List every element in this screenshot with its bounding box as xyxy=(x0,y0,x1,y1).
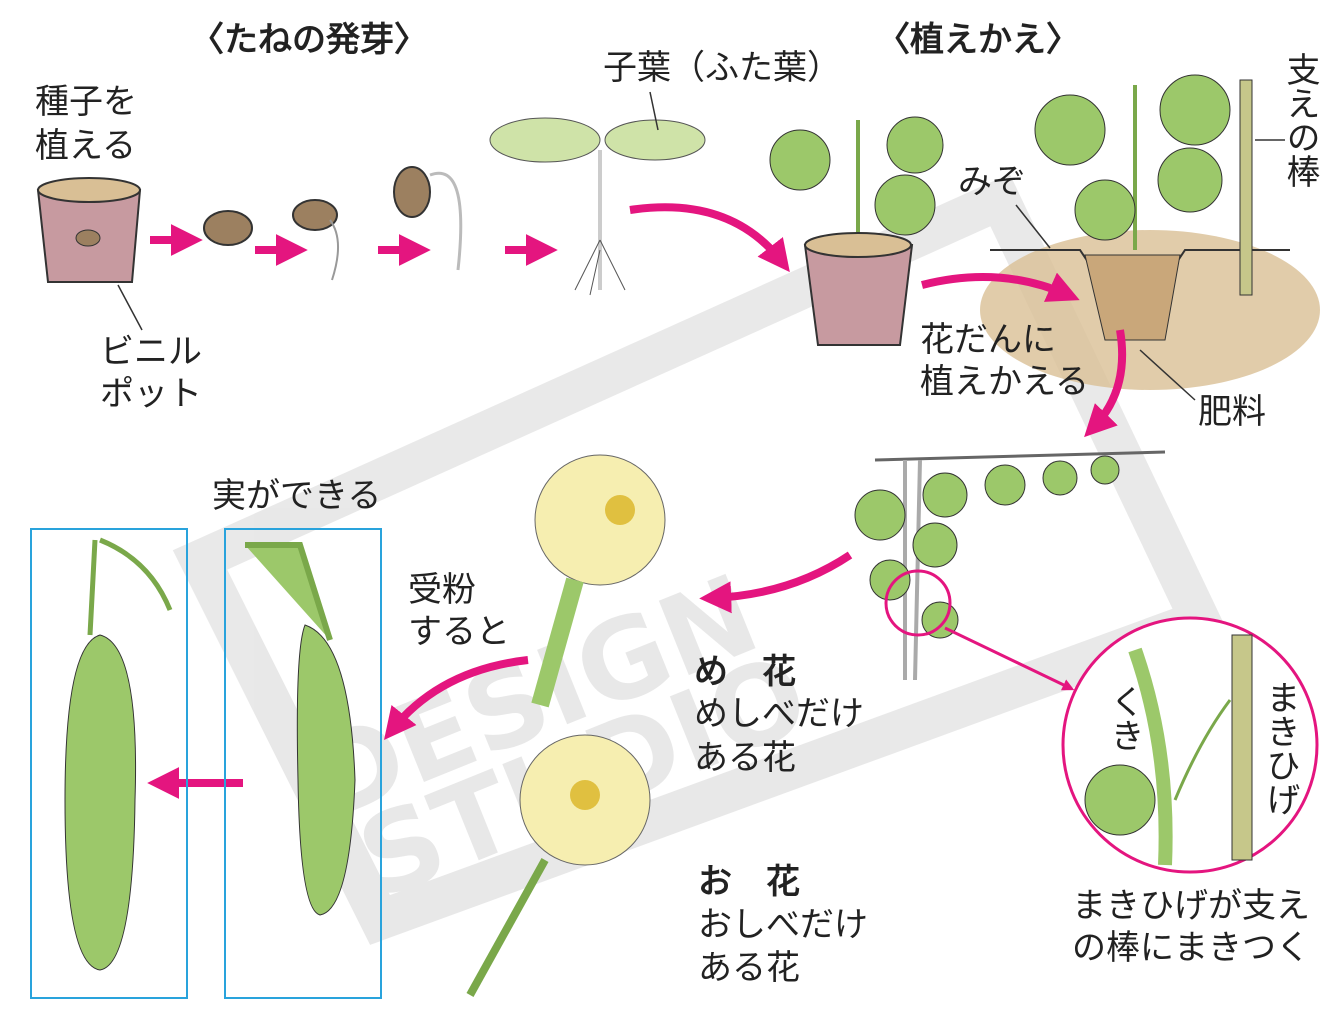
seedling-icon xyxy=(393,166,463,271)
vinyl-pot-icon xyxy=(36,177,142,283)
female-flower-desc-2: ある花 xyxy=(694,738,796,778)
mature-fruit-icon xyxy=(64,537,173,971)
flow-arrows xyxy=(147,203,1127,799)
zoom-circle xyxy=(884,569,952,637)
label-tendril-note-1: まきひげが支え xyxy=(1072,886,1310,926)
label-vinyl-pot-1: ビニル xyxy=(100,332,202,372)
mature-fruit-frame xyxy=(30,528,188,999)
male-flower-icon xyxy=(466,734,651,997)
transplanted-plant-icon xyxy=(1034,74,1231,341)
cotyledon-seedling-icon xyxy=(489,117,706,296)
leader-lines xyxy=(117,91,1285,401)
seed-icon xyxy=(203,210,253,246)
tendril-detail-icon xyxy=(1061,616,1319,874)
young-fruit-frame xyxy=(224,528,382,999)
support-stick-icon xyxy=(1239,79,1253,296)
label-support-stick: 支えの棒 xyxy=(1280,52,1320,188)
female-flower-desc-1: めしべだけ xyxy=(694,694,864,734)
label-plant-seed-1: 種子を xyxy=(35,82,137,122)
female-flower-title: め 花 xyxy=(694,652,796,692)
female-flower-icon xyxy=(531,454,666,708)
trellis-plant-icon xyxy=(854,450,1166,681)
potted-plant-icon xyxy=(769,116,944,346)
male-flower-desc-2: ある花 xyxy=(698,948,800,988)
label-pollination-1: 受粉 xyxy=(408,570,476,610)
male-flower-title: お 花 xyxy=(698,862,800,902)
label-vinyl-pot-2: ポット xyxy=(100,374,202,414)
young-fruit-icon xyxy=(245,542,356,916)
label-tendril-note-2: の棒にまきつく xyxy=(1072,928,1310,968)
label-plant-seed-2: 植える xyxy=(35,126,136,166)
label-pollination-2: すると xyxy=(408,612,510,652)
label-cotyledon: 子葉（ふた葉） xyxy=(603,48,841,88)
label-fertilizer: 肥料 xyxy=(1198,392,1266,432)
label-tendril: まきひげ xyxy=(1260,680,1300,816)
label-stem: くき xyxy=(1104,684,1144,752)
male-flower-desc-1: おしべだけ xyxy=(698,905,868,945)
label-furrow: みぞ xyxy=(958,162,1026,202)
heading-transplant: 〈植えかえ〉 xyxy=(876,20,1080,60)
label-fruit-forms: 実ができる xyxy=(212,476,382,516)
sprouting-seed-icon xyxy=(292,199,340,281)
label-transplant-bed-2: 植えかえる xyxy=(920,362,1089,402)
label-transplant-bed-1: 花だんに xyxy=(920,320,1056,360)
heading-germination: 〈たねの発芽〉 xyxy=(190,20,428,60)
